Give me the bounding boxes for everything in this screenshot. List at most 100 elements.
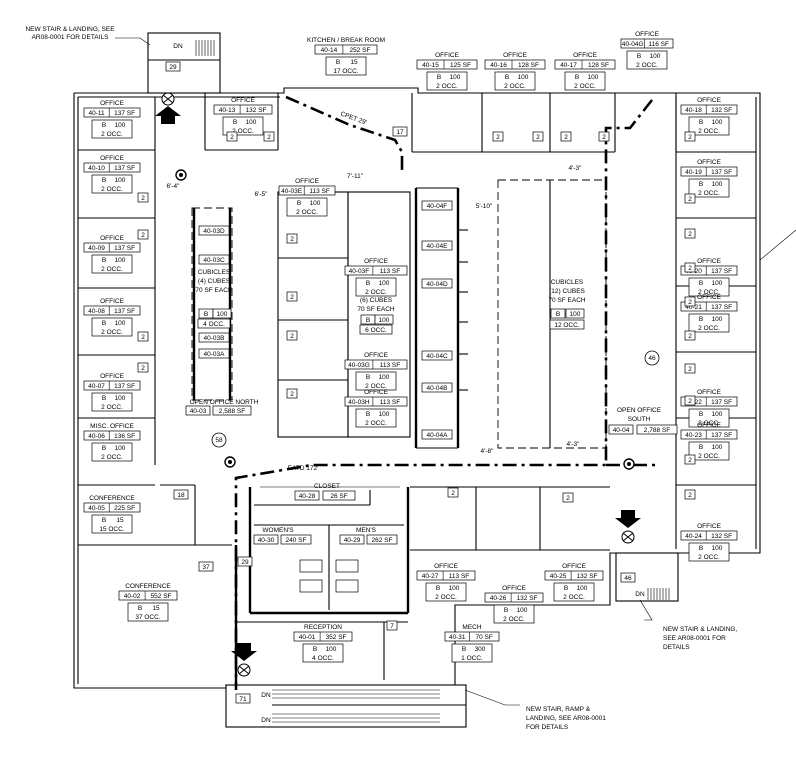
occupancy-type: B bbox=[313, 646, 317, 653]
door-number: 2 bbox=[451, 490, 455, 497]
door-number-box bbox=[684, 363, 696, 374]
room-area: 132 SF bbox=[711, 107, 732, 114]
occupancy-load: 100 bbox=[115, 445, 126, 452]
occupant-count: 2 OCC. bbox=[296, 209, 318, 216]
occupancy-type: B bbox=[297, 200, 301, 207]
room-name: OFFICE bbox=[635, 31, 659, 38]
door-number-box bbox=[492, 131, 504, 142]
room-area: 137 SF bbox=[711, 268, 732, 275]
occupancy-type: B bbox=[366, 411, 370, 418]
room-area: 132 SF bbox=[711, 533, 732, 540]
door-number: 2 bbox=[688, 333, 692, 340]
occupant-count: 2 OCC. bbox=[698, 325, 720, 332]
room-area: 262 SF bbox=[372, 537, 393, 544]
door-number-box bbox=[684, 296, 696, 307]
door-number: 2 bbox=[688, 492, 692, 499]
occupancy-type: B bbox=[102, 122, 106, 129]
room-id-box bbox=[253, 534, 279, 545]
occupancy-type: B bbox=[699, 444, 703, 451]
note-stair-right: SEE AR08-0001 FOR bbox=[663, 635, 726, 642]
occupancy-load: 100 bbox=[588, 74, 599, 81]
occupancy-load: 100 bbox=[115, 257, 126, 264]
occupant-count: 2 OCC. bbox=[101, 454, 123, 461]
room-name: OFFICE bbox=[697, 422, 721, 429]
door-number-box bbox=[684, 330, 696, 341]
room-id: 40-31 bbox=[449, 634, 466, 641]
door-number: 2 bbox=[230, 134, 234, 141]
door-number-box bbox=[598, 131, 610, 142]
door-number-box bbox=[562, 492, 574, 503]
occupancy-type: B bbox=[699, 316, 703, 323]
dimension: 4'-8" bbox=[481, 448, 495, 455]
door-number-box bbox=[386, 620, 398, 631]
occupant-count: 2 OCC. bbox=[574, 83, 596, 90]
door-number: 2 bbox=[290, 333, 294, 340]
stair-down-label: DN bbox=[173, 43, 183, 50]
room-id: 40-10 bbox=[88, 165, 105, 172]
occupancy-type: B bbox=[366, 317, 370, 324]
room-name: CLOSET bbox=[314, 483, 340, 490]
area-marker bbox=[644, 350, 660, 366]
room-id-box bbox=[484, 592, 544, 603]
occupancy-type-box bbox=[550, 308, 566, 319]
occupancy-box bbox=[688, 116, 730, 136]
room-id: 40-04 bbox=[613, 427, 630, 434]
room-area: 2,588 SF bbox=[219, 408, 245, 415]
cubicle-id-box bbox=[198, 225, 230, 236]
door-number-box bbox=[684, 193, 696, 204]
door-number-box bbox=[263, 131, 275, 142]
room-id: 40-03G bbox=[348, 362, 370, 369]
occupancy-box bbox=[91, 514, 133, 534]
tag: 46 bbox=[624, 575, 632, 582]
exit-arrow-north bbox=[155, 92, 181, 124]
door-number-box bbox=[226, 131, 238, 142]
room-area: 113 SF bbox=[449, 573, 470, 580]
note-stair-right: DETAILS bbox=[663, 644, 690, 651]
path-label: CPET 29' bbox=[339, 111, 367, 127]
tag-box bbox=[173, 489, 189, 500]
cubicle-id-box bbox=[421, 350, 453, 361]
cubicle-id: 40-04B bbox=[427, 385, 448, 392]
tag-box bbox=[165, 61, 181, 72]
room-id: 40-07 bbox=[88, 383, 105, 390]
room-id: 40-26 bbox=[490, 595, 507, 602]
room-id-box bbox=[294, 490, 320, 501]
occupancy-type: B bbox=[564, 585, 568, 592]
room-area: 252 SF bbox=[349, 47, 370, 54]
occupancy-type: B bbox=[699, 280, 703, 287]
room-id-box bbox=[213, 104, 273, 115]
occupancy-type: B bbox=[436, 585, 440, 592]
occupancy-box bbox=[91, 119, 133, 139]
door-number: 2 bbox=[688, 231, 692, 238]
occupancy-load: 100 bbox=[379, 317, 390, 324]
room-area: 26 SF bbox=[330, 493, 347, 500]
occupancy-type: B bbox=[699, 545, 703, 552]
occupancy-type: B bbox=[699, 181, 703, 188]
room-id-box bbox=[680, 104, 738, 115]
occupancy-load: 100 bbox=[577, 585, 588, 592]
room-area: 137 SF bbox=[114, 245, 135, 252]
occupancy-load: 100 bbox=[115, 320, 126, 327]
tag: 18 bbox=[177, 492, 185, 499]
occupancy-box bbox=[451, 643, 493, 663]
cubicle-id: 40-04E bbox=[427, 243, 449, 250]
dimension: 6'-5" bbox=[255, 191, 269, 198]
occupancy-load-box bbox=[565, 308, 585, 319]
occupancy-load: 100 bbox=[712, 280, 723, 287]
room-area: 136 SF bbox=[114, 433, 135, 440]
cubicle-label: 70 SF EACH bbox=[195, 287, 233, 294]
occupancy-load: 100 bbox=[712, 181, 723, 188]
room-id-box bbox=[83, 502, 141, 513]
room-id-box bbox=[278, 185, 336, 196]
exit-sign-3 bbox=[623, 458, 635, 470]
occupancy-load: 300 bbox=[475, 646, 486, 653]
occupancy-load: 100 bbox=[115, 177, 126, 184]
occupancy-load: 100 bbox=[712, 444, 723, 451]
room-area-box bbox=[322, 490, 356, 501]
occupant-count: 2 OCC. bbox=[435, 594, 457, 601]
cubicle-label: (12) CUBES bbox=[549, 288, 585, 295]
room-area: 137 SF bbox=[711, 399, 732, 406]
west-offices bbox=[78, 97, 232, 546]
cubicle-id: 40-03B bbox=[204, 335, 225, 342]
room-area: 137 SF bbox=[114, 308, 135, 315]
